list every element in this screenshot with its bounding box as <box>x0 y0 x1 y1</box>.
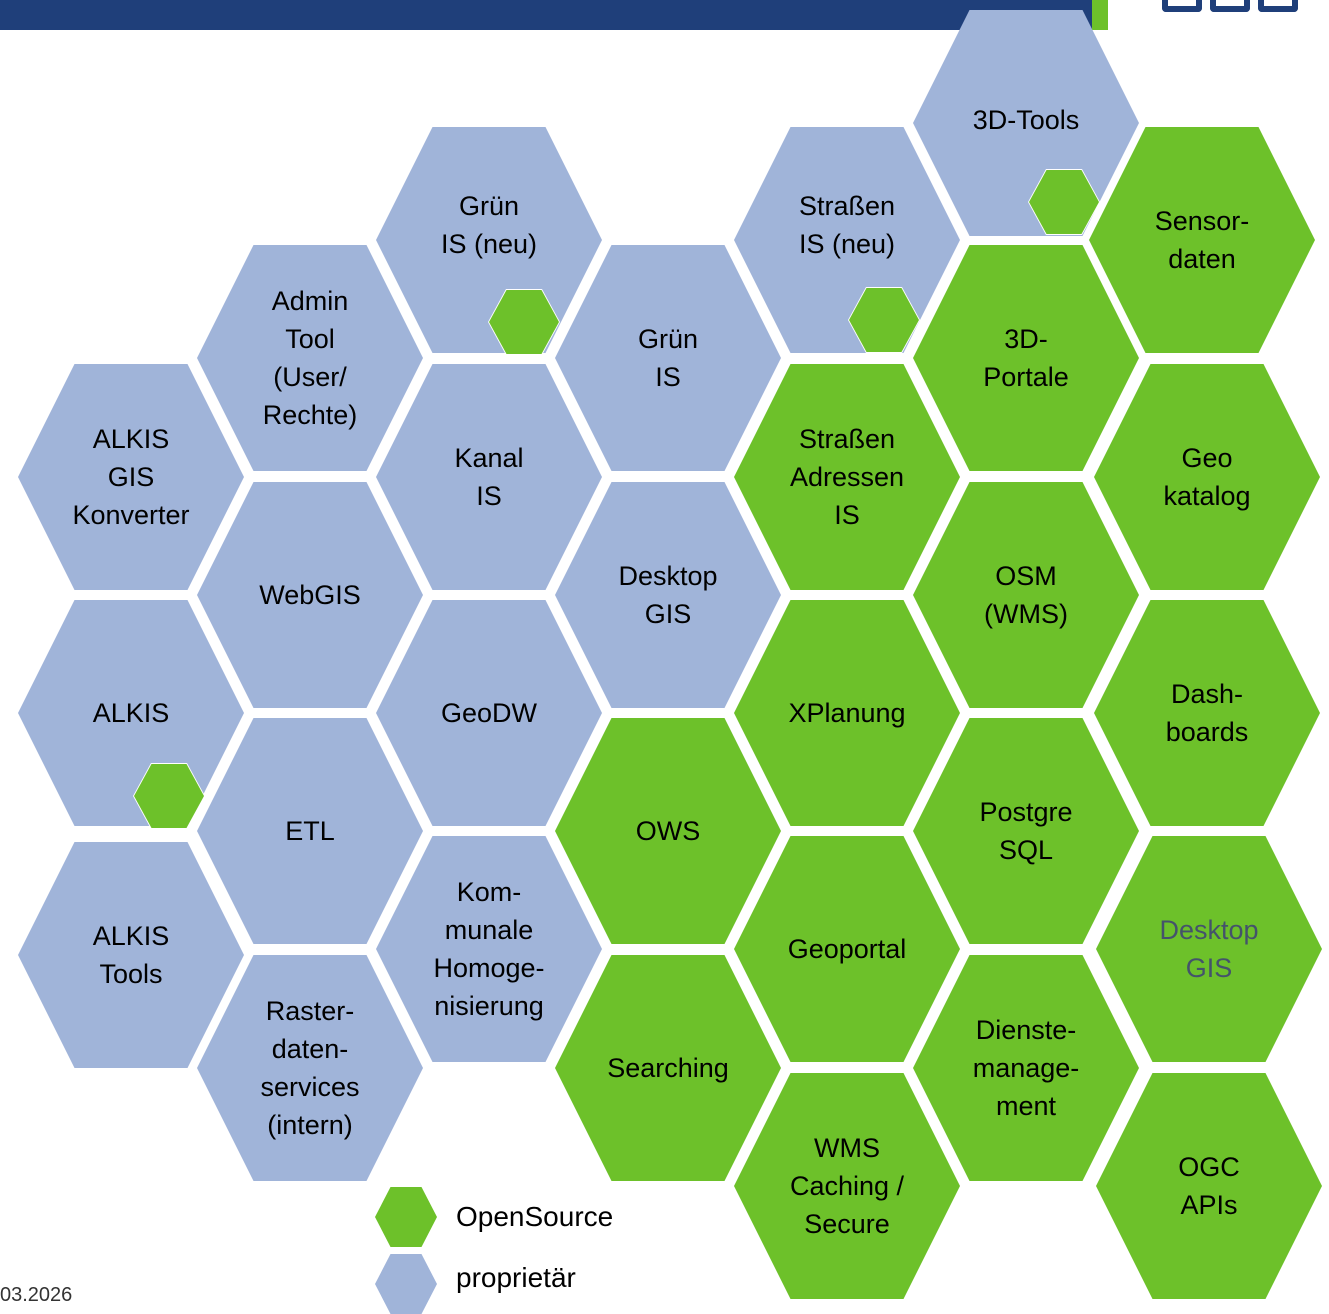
hex-label: ETL <box>285 816 335 846</box>
hex-searching: Searching <box>555 955 781 1181</box>
hex-alkis: ALKIS <box>18 600 244 826</box>
header-bar <box>0 0 1092 30</box>
header-accent <box>1092 0 1108 30</box>
hex-strassen-adressen-is: Straßen Adressen IS <box>734 364 960 590</box>
hex-webgis: WebGIS <box>197 482 423 708</box>
logo <box>1162 0 1306 12</box>
hex-alkis-tools: ALKIS Tools <box>18 842 244 1068</box>
hex-gruen-is: Grün IS <box>555 245 781 471</box>
hex-dashboards: Dash- boards <box>1094 600 1320 826</box>
hex-label: XPlanung <box>788 698 906 728</box>
hex-xplanung: XPlanung <box>734 600 960 826</box>
legend-proprietary-swatch <box>375 1254 437 1314</box>
hex-label: 3D-Tools <box>972 105 1080 135</box>
hex-wms-caching-secure: WMS Caching / Secure <box>734 1073 960 1299</box>
hex-etl: ETL <box>197 718 423 944</box>
hex-label: Searching <box>607 1053 729 1083</box>
hex-dienstemanagement: Dienste- manage- ment <box>913 955 1139 1181</box>
hex-ogc-apis: OGC APIs <box>1096 1073 1322 1299</box>
hex-label: Dienste- manage- ment <box>972 1015 1080 1121</box>
hex-label: GeoDW <box>440 698 538 728</box>
hex-geokatalog: Geo katalog <box>1094 364 1320 590</box>
hex-gruen-is-neu: Grün IS (neu) <box>376 127 602 353</box>
hex-label: OGC APIs <box>1178 1152 1240 1220</box>
hex-alkis-gis-konverter: ALKIS GIS Konverter <box>18 364 244 590</box>
hex-label: Kom- munale Homoge- nisierung <box>433 877 545 1021</box>
opensource-marker <box>134 764 204 828</box>
hex-label: ALKIS GIS Konverter <box>72 424 190 530</box>
hex-label: WMS Caching / Secure <box>789 1133 905 1239</box>
hex-label: WebGIS <box>259 580 361 610</box>
hex-label: Postgre SQL <box>979 797 1073 865</box>
hex-rasterdatenservices: Raster- daten- services (intern) <box>197 955 423 1181</box>
hex-label: OWS <box>635 816 701 846</box>
hex-label: Desktop GIS <box>618 561 718 629</box>
hex-label: Straßen IS (neu) <box>798 191 896 259</box>
legend-proprietary-label: proprietär <box>456 1262 576 1293</box>
legend-opensource-label: OpenSource <box>456 1201 614 1232</box>
hex-geodw: GeoDW <box>376 600 602 826</box>
hex-label: Grün IS (neu) <box>440 191 538 259</box>
hex-3d-portale: 3D- Portale <box>913 245 1139 471</box>
hex-label: Sensor- daten <box>1154 206 1250 274</box>
hex-kanal-is: Kanal IS <box>376 364 602 590</box>
hex-osm-wms: OSM (WMS) <box>913 482 1139 708</box>
hex-3d-tools: 3D-Tools <box>913 10 1139 236</box>
hex-label: Geoportal <box>787 934 907 964</box>
hex-label: Admin Tool (User/ Rechte) <box>262 286 358 430</box>
hex-label: Dash- boards <box>1165 679 1249 747</box>
hex-postgresql: Postgre SQL <box>913 718 1139 944</box>
hex-label: ALKIS <box>92 698 170 728</box>
legend-opensource-swatch <box>375 1187 437 1247</box>
hex-label: Geo katalog <box>1163 443 1251 511</box>
hex-label: 3D- Portale <box>983 324 1069 392</box>
footer-date: 03.2026 <box>0 1284 73 1306</box>
hex-label: OSM (WMS) <box>984 561 1068 629</box>
hex-ows: OWS <box>555 718 781 944</box>
hex-admin-tool: Admin Tool (User/ Rechte) <box>197 245 423 471</box>
hex-desktop-gis-proprietary: Desktop GIS <box>555 482 781 708</box>
hex-label: Straßen Adressen IS <box>789 424 905 530</box>
hex-label: Grün IS <box>637 324 699 392</box>
hex-desktop-gis-opensource: Desktop GIS <box>1096 836 1322 1062</box>
hex-label: Desktop GIS <box>1159 915 1259 983</box>
hex-label: Raster- daten- services (intern) <box>260 996 360 1140</box>
opensource-marker <box>849 288 919 352</box>
hex-kommunale-homogenisierung: Kom- munale Homoge- nisierung <box>376 836 602 1062</box>
hex-label: Kanal IS <box>454 443 524 511</box>
hex-label: ALKIS Tools <box>92 921 170 989</box>
hex-geoportal: Geoportal <box>734 836 960 1062</box>
hex-sensordaten: Sensor- daten <box>1089 127 1315 353</box>
hex-strassen-is-neu: Straßen IS (neu) <box>734 127 960 353</box>
